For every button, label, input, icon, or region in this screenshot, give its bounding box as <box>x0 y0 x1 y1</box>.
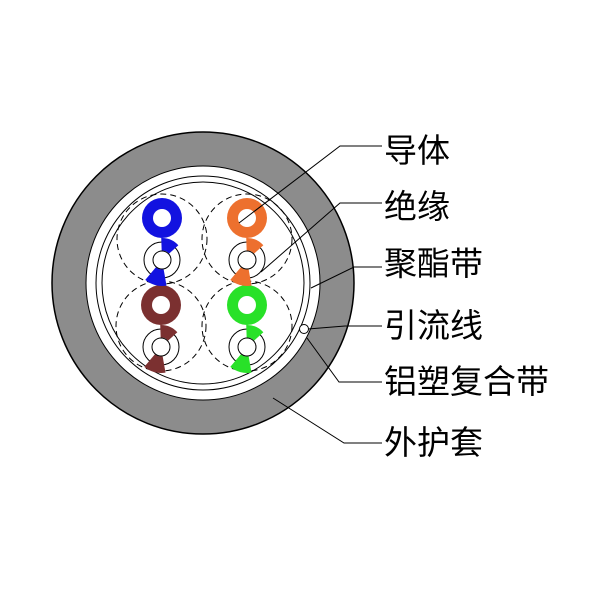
aluminum-plastic-tape-ring <box>95 175 311 391</box>
drain-wire-circle <box>299 324 309 334</box>
label-polyester-tape: 聚酯带 <box>384 247 483 283</box>
label-aluminum-plastic-composite-tape: 铝塑复合带 <box>384 365 549 401</box>
leader-aluminum-plastic-composite-tape <box>306 337 382 383</box>
leader-outer-sheath <box>272 397 382 444</box>
brown-pair-conductor <box>152 296 170 314</box>
blue-pair-stripe-bottom-wedge <box>145 267 167 287</box>
orange-pair-stripe-top-wedge <box>246 238 264 254</box>
blue-pair-stripe-top-wedge <box>161 238 179 254</box>
green-pair-stripe-bottom-wedge <box>230 354 252 373</box>
leader-polyester-tape <box>310 266 382 289</box>
leader-drain-wire <box>307 325 382 330</box>
blue-pair-conductor <box>153 209 171 227</box>
label-insulation: 绝缘 <box>384 190 450 226</box>
green-pair-conductor <box>238 296 256 314</box>
label-drain-wire: 引流线 <box>384 309 483 345</box>
orange-pair-white-wire-conductor <box>237 250 257 270</box>
label-conductor: 导体 <box>384 134 450 170</box>
polyester-tape-ring <box>101 181 305 385</box>
brown-pair-white-wire-conductor <box>151 337 171 357</box>
label-outer-sheath: 外护套 <box>384 426 483 462</box>
sheath-inner-edge <box>85 165 321 401</box>
leader-conductor <box>238 145 382 224</box>
green-pair-stripe-top-wedge <box>246 325 264 341</box>
brown-pair-stripe-top-wedge <box>160 325 178 341</box>
brown-pair-stripe-bottom-wedge <box>144 354 166 373</box>
orange-pair-stripe-bottom-wedge <box>230 267 252 286</box>
blue-pair-white-wire-conductor <box>152 250 172 270</box>
green-pair-white-wire-conductor <box>237 337 257 357</box>
leader-insulation <box>260 202 382 273</box>
